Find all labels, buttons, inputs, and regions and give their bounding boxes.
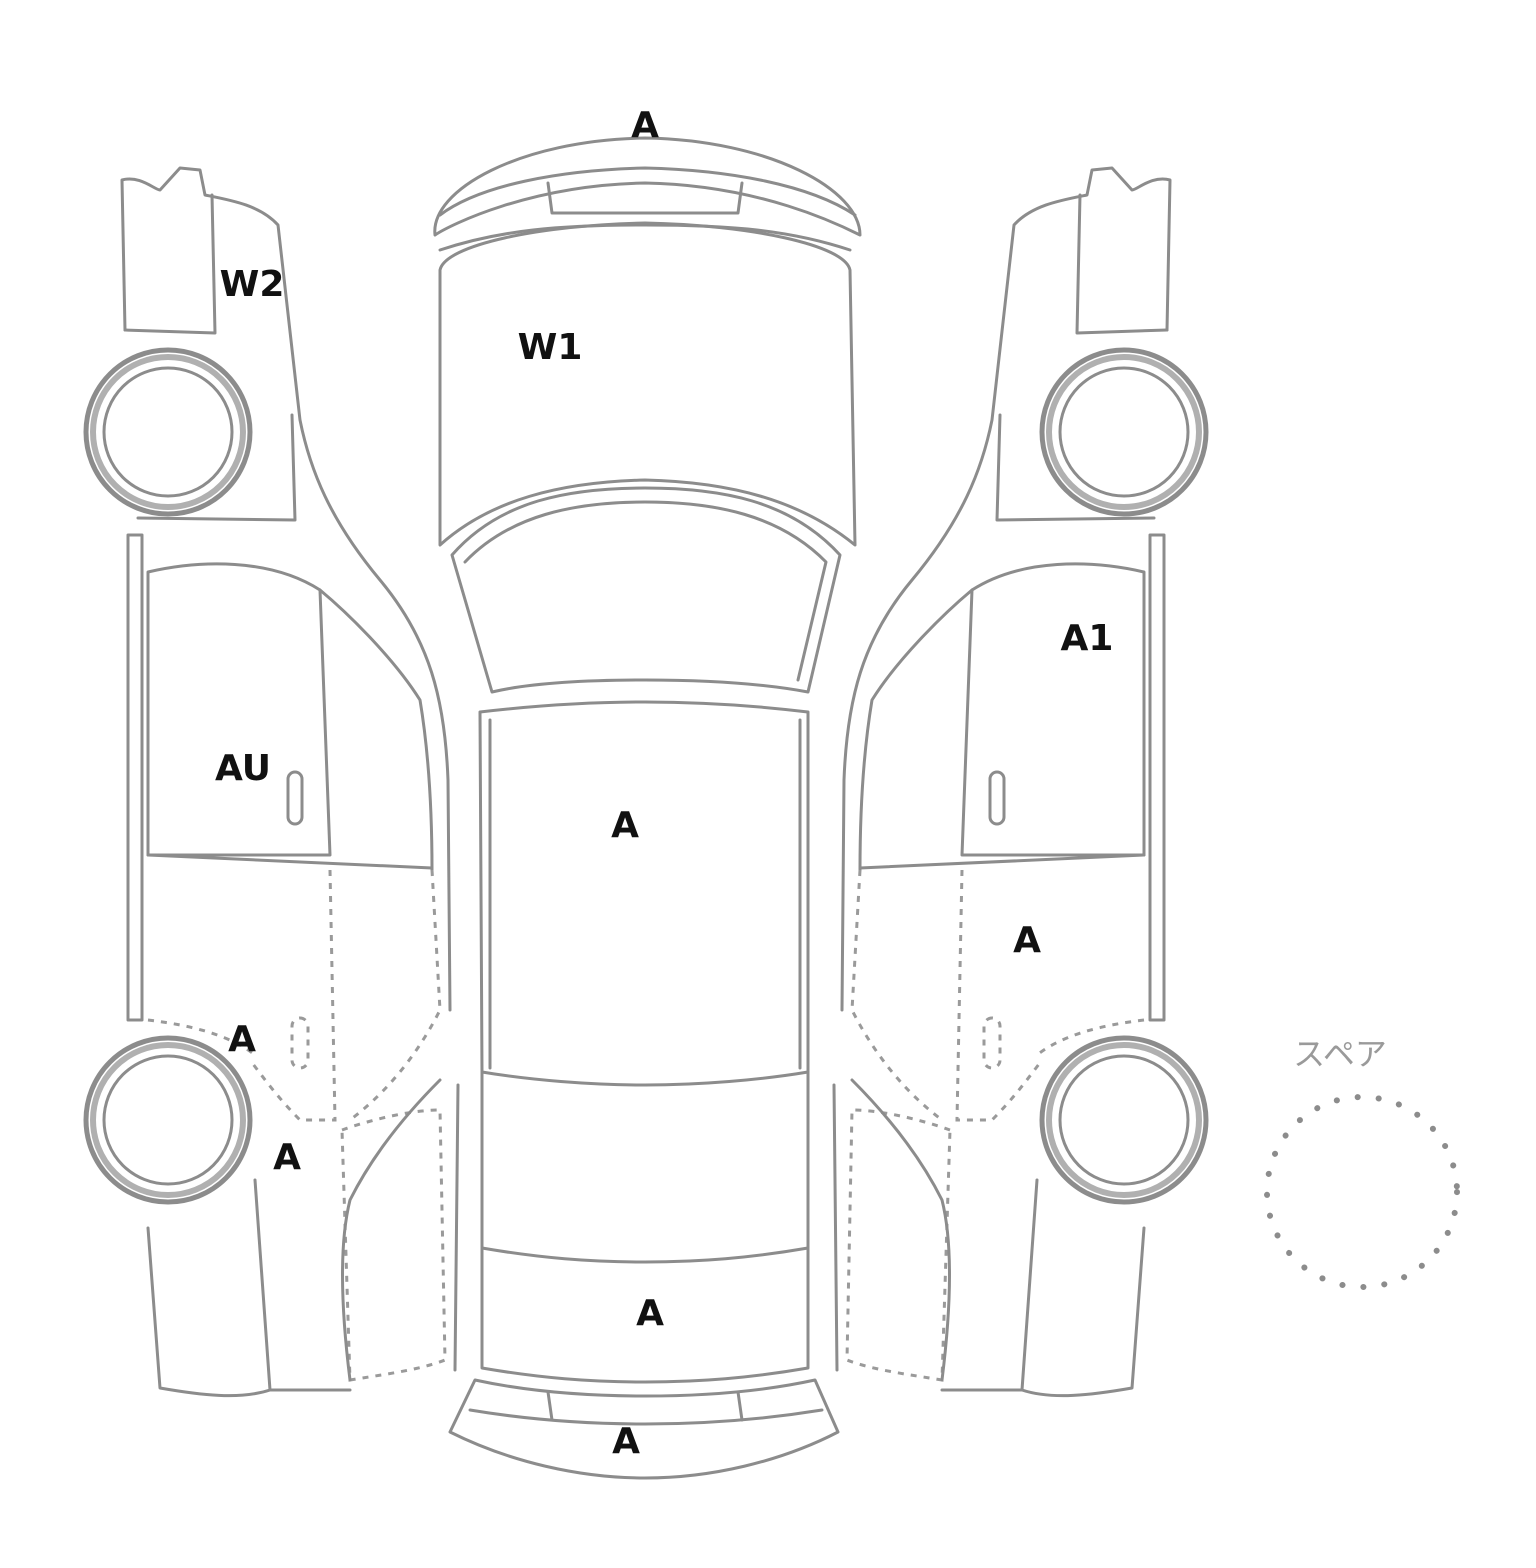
left-front-fender-outline [120, 166, 452, 1012]
left-side-view [83, 166, 460, 1398]
mark-right-rear-door: A [1013, 920, 1041, 961]
trunk-outline [480, 1246, 810, 1384]
front-bumper-outline [433, 136, 862, 237]
mark-rear-bumper: A [612, 1421, 640, 1462]
right-front-wheel [1039, 347, 1209, 517]
mark-roof: A [611, 805, 639, 846]
mark-right-front-door: A1 [1060, 618, 1114, 659]
left-rear-quarter-outline [146, 1178, 272, 1398]
right-side-view [832, 166, 1209, 1398]
mark-left-rear-lower: A [273, 1137, 301, 1178]
left-front-wheel [83, 347, 253, 517]
mark-hood: W1 [517, 327, 583, 368]
spare-tire-outline [1264, 1094, 1460, 1290]
left-rear-wheel [83, 1035, 253, 1205]
rear-bumper-outline [448, 1378, 840, 1480]
roof-outline [478, 700, 810, 1087]
mark-left-rear-quarter: A [228, 1019, 256, 1060]
mark-left-front-fender: W2 [219, 264, 285, 305]
windshield-outline [450, 486, 842, 694]
mark-front-bumper: A [631, 105, 659, 146]
spare-label: スペア [1293, 1035, 1387, 1073]
top-view [433, 136, 862, 1480]
mark-left-front-door: AU [215, 748, 271, 789]
mark-trunk: A [636, 1293, 664, 1334]
right-rear-wheel [1039, 1035, 1209, 1205]
hood-outline [438, 221, 857, 547]
